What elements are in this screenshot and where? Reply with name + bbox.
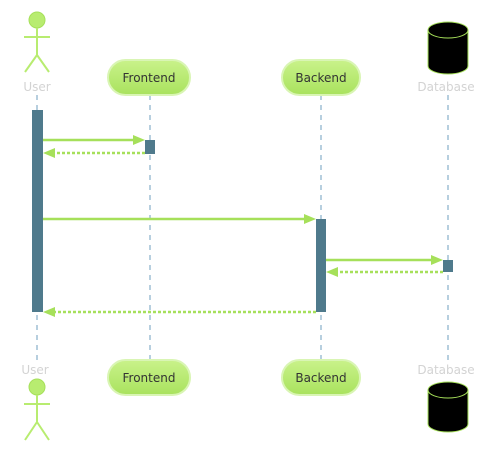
activation-database [443, 260, 453, 272]
participant-backend-top: Backend [281, 59, 361, 96]
database-icon-bottom [427, 381, 469, 433]
database-icon-top [427, 21, 469, 75]
message-backend-to-database [326, 255, 443, 265]
participant-label-database-bottom: Database [417, 363, 474, 377]
message-user-to-frontend [43, 135, 145, 145]
message-backend-to-user [43, 307, 316, 317]
message-user-to-backend [43, 214, 316, 224]
activation-user [32, 110, 43, 312]
activation-frontend [145, 140, 155, 154]
participant-frontend-top: Frontend [107, 59, 191, 96]
message-frontend-to-user [43, 148, 145, 158]
activation-backend [316, 219, 326, 312]
participant-label-backend-bottom: Backend [295, 371, 346, 385]
participant-label-frontend-bottom: Frontend [123, 371, 176, 385]
message-database-to-backend [326, 267, 443, 277]
participant-backend-bottom: Backend [281, 359, 361, 396]
participant-frontend-bottom: Frontend [107, 359, 191, 396]
participant-label-database-top: Database [417, 80, 474, 94]
participant-label-frontend-top: Frontend [123, 71, 176, 85]
actor-icon-user-top [24, 11, 50, 73]
actor-icon-user-bottom [24, 378, 50, 441]
participant-label-user-top: User [23, 80, 50, 94]
participant-label-backend-top: Backend [295, 71, 346, 85]
participant-label-user-bottom: User [21, 363, 48, 377]
